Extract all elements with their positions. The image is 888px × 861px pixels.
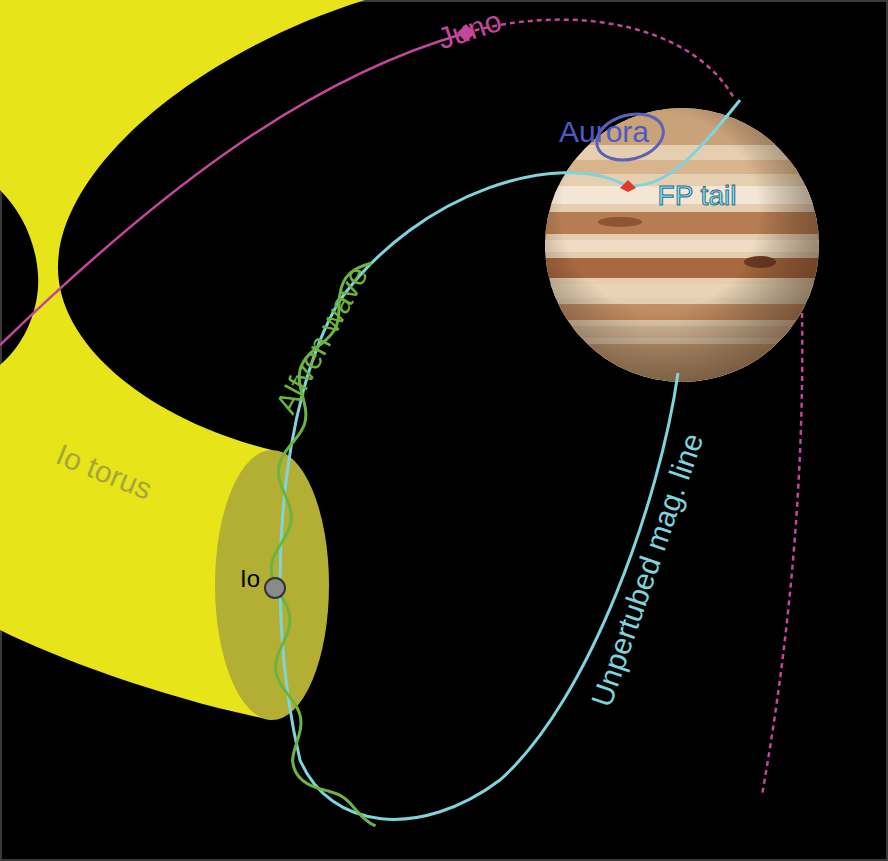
juno-orbit bbox=[0, 33, 466, 345]
field-line bbox=[280, 100, 740, 819]
juno-orbit-dashed bbox=[466, 20, 735, 100]
torus-section bbox=[215, 450, 329, 720]
wave-label: Alfven wave bbox=[271, 262, 373, 419]
field-line-label: Unpertubed mag. line bbox=[586, 430, 708, 711]
aurora-label: Aurora bbox=[559, 117, 649, 147]
footprint-spot bbox=[620, 180, 636, 192]
io-moon bbox=[265, 578, 285, 598]
jupiter bbox=[540, 100, 830, 394]
moon-label: Io bbox=[240, 567, 260, 591]
spacecraft-label: Juno bbox=[434, 6, 505, 55]
footprint-label: FP tail bbox=[658, 182, 737, 210]
